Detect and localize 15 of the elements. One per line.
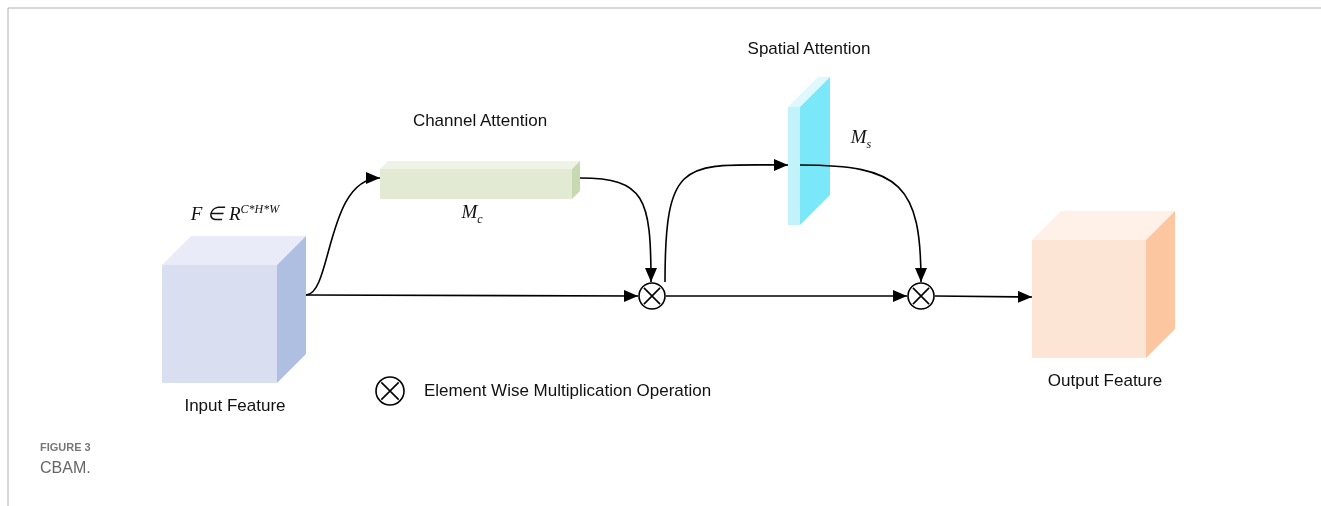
arrow (799, 164, 927, 283)
arrow (934, 290, 1033, 303)
node-label: Spatial Attention (746, 39, 872, 60)
arrow (665, 290, 908, 302)
matrix-symbol: M$_{c}$ (460, 201, 484, 227)
figure-number: FIGURE 3 (40, 441, 91, 453)
tensor-formula: F ∈ R$^{C*H*W}$ (189, 202, 281, 227)
arrow (305, 289, 639, 302)
legend-label: Element Wise Multiplication Operation (424, 381, 712, 401)
arrow (664, 158, 789, 283)
node-label: Output Feature (1046, 371, 1164, 392)
node-label: Channel Attention (411, 111, 549, 132)
matrix-symbol: M$_{s}$ (849, 126, 873, 152)
node-label: Input Feature (183, 396, 287, 417)
figure-caption: CBAM. (40, 459, 91, 477)
